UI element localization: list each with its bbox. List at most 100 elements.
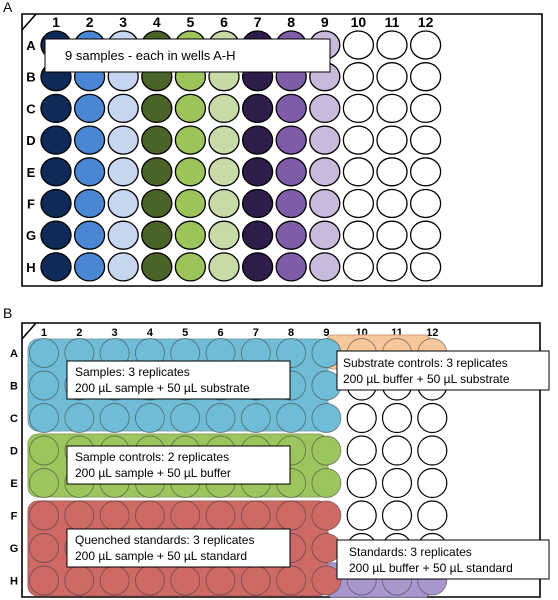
well-C6 [208, 93, 240, 124]
column-label-2: 2 [86, 14, 94, 30]
well-E2 [73, 157, 106, 187]
column-label-12: 12 [426, 327, 438, 339]
well-H9 [309, 252, 341, 282]
well-C7 [240, 403, 271, 433]
well-C3 [99, 403, 130, 433]
column-label-5: 5 [187, 14, 195, 30]
well-D1 [29, 435, 59, 466]
well-D8 [275, 125, 307, 155]
panel-a-wells [40, 30, 442, 282]
well-E10 [342, 157, 375, 187]
well-C6 [205, 403, 236, 433]
row-label-F: F [11, 511, 18, 523]
well-D11 [381, 435, 413, 466]
column-label-6: 6 [220, 14, 228, 30]
row-label-E: E [10, 478, 17, 490]
well-H7 [240, 565, 271, 596]
well-C12 [417, 402, 448, 434]
well-C2 [73, 93, 106, 124]
well-G2 [73, 220, 106, 250]
column-label-11: 11 [385, 14, 400, 30]
well-C9 [311, 403, 342, 433]
panel-a-label: A [3, 0, 13, 15]
well-B11 [376, 62, 408, 92]
well-D6 [208, 125, 240, 155]
panel-a-callout-box [44, 38, 331, 73]
well-E12 [409, 157, 442, 187]
well-C7 [241, 93, 274, 124]
well-F4 [141, 188, 173, 219]
well-D2 [73, 125, 106, 155]
well-H12 [409, 252, 442, 282]
well-E11 [381, 467, 413, 499]
column-label-3: 3 [112, 327, 118, 339]
well-D11 [376, 125, 408, 155]
well-F9 [309, 188, 341, 219]
row-label-A: A [10, 348, 18, 360]
well-C11 [381, 402, 413, 434]
quenched-standards-callout-line2: 200 µL sample + 50 µL standard [75, 549, 247, 563]
samples-callout-box [66, 360, 291, 400]
column-label-5: 5 [182, 327, 188, 339]
well-C12 [409, 93, 442, 124]
row-label-H: H [10, 576, 18, 588]
column-label-9: 9 [321, 14, 329, 30]
well-C10 [346, 402, 377, 434]
well-D10 [346, 435, 377, 466]
row-label-G: G [10, 543, 19, 555]
well-F7 [240, 500, 271, 531]
well-D7 [241, 125, 274, 155]
well-H4 [141, 252, 173, 282]
well-B12 [409, 62, 442, 92]
well-G3 [107, 220, 139, 250]
well-G1 [40, 220, 72, 250]
well-H5 [170, 565, 201, 596]
row-label-C: C [10, 413, 18, 425]
well-C9 [309, 93, 341, 124]
column-label-3: 3 [119, 14, 127, 30]
column-label-6: 6 [217, 327, 223, 339]
panel-b-label: B [3, 305, 12, 321]
well-H6 [205, 565, 236, 596]
well-B1 [29, 370, 59, 401]
well-F10 [346, 500, 377, 531]
well-F6 [208, 188, 240, 219]
samples-callout-line1: Samples: 3 replicates [75, 365, 190, 379]
well-C4 [141, 93, 173, 124]
well-D10 [342, 125, 375, 155]
well-H3 [107, 252, 139, 282]
row-label-C: C [26, 101, 36, 116]
plate-a-corner-cut [21, 13, 37, 31]
column-label-7: 7 [254, 14, 262, 30]
well-F7 [241, 188, 274, 219]
well-C8 [275, 93, 307, 124]
well-E7 [241, 157, 274, 187]
samples-callout-line2: 200 µL sample + 50 µL substrate [75, 381, 250, 395]
well-H7 [241, 252, 274, 282]
row-label-F: F [27, 197, 35, 212]
standards-callout-line1: Standards: 3 replicates [349, 545, 472, 559]
well-F9 [311, 500, 342, 531]
column-label-1: 1 [41, 327, 47, 339]
well-H9 [311, 565, 342, 596]
well-F2 [73, 188, 106, 219]
well-G4 [141, 220, 173, 250]
row-label-H: H [26, 260, 35, 275]
well-F4 [134, 500, 165, 531]
well-H3 [99, 565, 130, 596]
column-label-8: 8 [287, 14, 295, 30]
well-F1 [29, 500, 59, 531]
column-label-11: 11 [391, 327, 403, 339]
well-E9 [309, 157, 341, 187]
well-F3 [107, 188, 139, 219]
column-label-9: 9 [323, 327, 329, 339]
row-label-G: G [26, 228, 36, 243]
well-C1 [40, 93, 72, 124]
well-B10 [342, 62, 375, 92]
